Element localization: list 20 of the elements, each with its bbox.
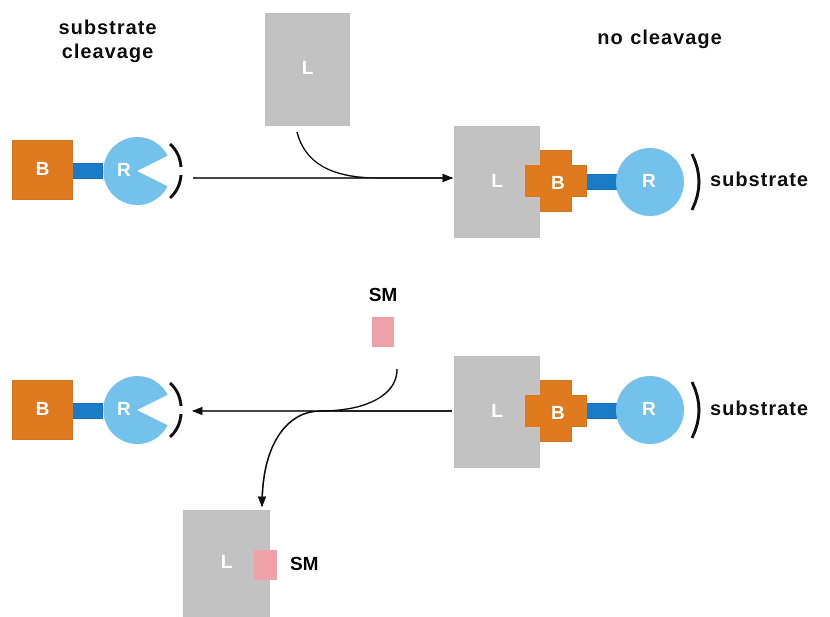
molecule-label: SM <box>290 552 318 577</box>
caption-text: substrate cleavage <box>57 16 159 64</box>
domain-letter: B <box>551 172 565 196</box>
arrow <box>296 132 454 182</box>
arrow <box>258 410 452 508</box>
ligand-box: L <box>265 13 350 126</box>
caption-text: no cleavage <box>596 26 724 50</box>
caption-text: substrate <box>710 397 810 421</box>
molecule-label: SM <box>368 285 398 307</box>
domain-letter: R <box>642 398 656 422</box>
binding-domain-box: B <box>12 380 73 440</box>
ligand-box: L <box>454 356 540 468</box>
ligand-box: L <box>183 510 270 617</box>
domain-letter: R <box>642 170 656 194</box>
domain-letter: R <box>117 159 131 183</box>
domain-letter: R <box>117 398 131 422</box>
caption-text: substrate <box>710 168 810 192</box>
domain-letter: B <box>551 402 565 426</box>
binding-domain-box: B <box>12 140 73 200</box>
ligand-box: L <box>454 126 540 238</box>
